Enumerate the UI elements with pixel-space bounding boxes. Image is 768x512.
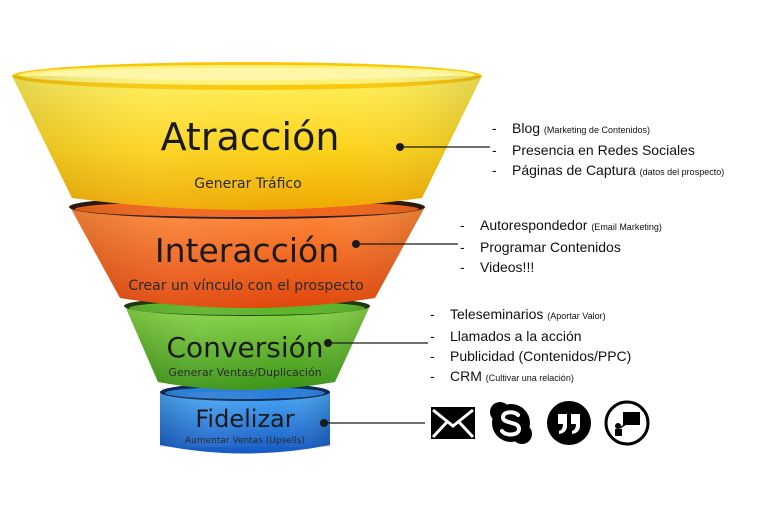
presentation-icon bbox=[604, 400, 650, 446]
stage-subtitle-attraction: Generar Tráfico bbox=[194, 176, 301, 192]
list-item: -Programar Contenidos bbox=[460, 239, 621, 255]
stage-subtitle-conversion: Generar Ventas/Duplicación bbox=[168, 366, 321, 379]
list-item: -Llamados a la acción bbox=[430, 328, 582, 344]
list-item: -Autorespondedor (Email Marketing) bbox=[460, 217, 662, 233]
list-item: -Blog (Marketing de Contenidos) bbox=[492, 120, 650, 136]
bullet-list-attraction: -Blog (Marketing de Contenidos) -Presenc… bbox=[492, 118, 724, 182]
list-item: -Publicidad (Contenidos/PPC) bbox=[430, 348, 632, 364]
stage-attraction bbox=[12, 62, 482, 210]
list-item: -Presencia en Redes Sociales bbox=[492, 142, 695, 158]
stage-subtitle-fidelizar: Aumentar Ventas (Upsells) bbox=[185, 436, 305, 446]
stage-subtitle-interaction: Crear un vínculo con el prospecto bbox=[128, 278, 363, 294]
stage-title-conversion: Conversión bbox=[167, 331, 324, 364]
list-item: -Páginas de Captura (datos del prospecto… bbox=[492, 162, 725, 178]
stage-title-interaction: Interacción bbox=[155, 231, 339, 270]
stage-title-attraction: Atracción bbox=[161, 115, 340, 159]
skype-icon bbox=[488, 400, 534, 446]
tool-icons bbox=[430, 400, 650, 446]
bullet-list-interaction: -Autorespondedor (Email Marketing) -Prog… bbox=[460, 215, 662, 277]
envelope-icon bbox=[430, 400, 476, 446]
list-item: -Teleseminarios (Aportar Valor) bbox=[430, 306, 606, 322]
stage-title-fidelizar: Fidelizar bbox=[195, 405, 294, 433]
list-item: -Videos!!! bbox=[460, 259, 535, 275]
quote-icon bbox=[546, 400, 592, 446]
connectors bbox=[320, 143, 490, 427]
bullet-list-conversion: -Teleseminarios (Aportar Valor) -Llamado… bbox=[430, 304, 631, 388]
list-item: -CRM (Cultivar una relación) bbox=[430, 368, 574, 384]
